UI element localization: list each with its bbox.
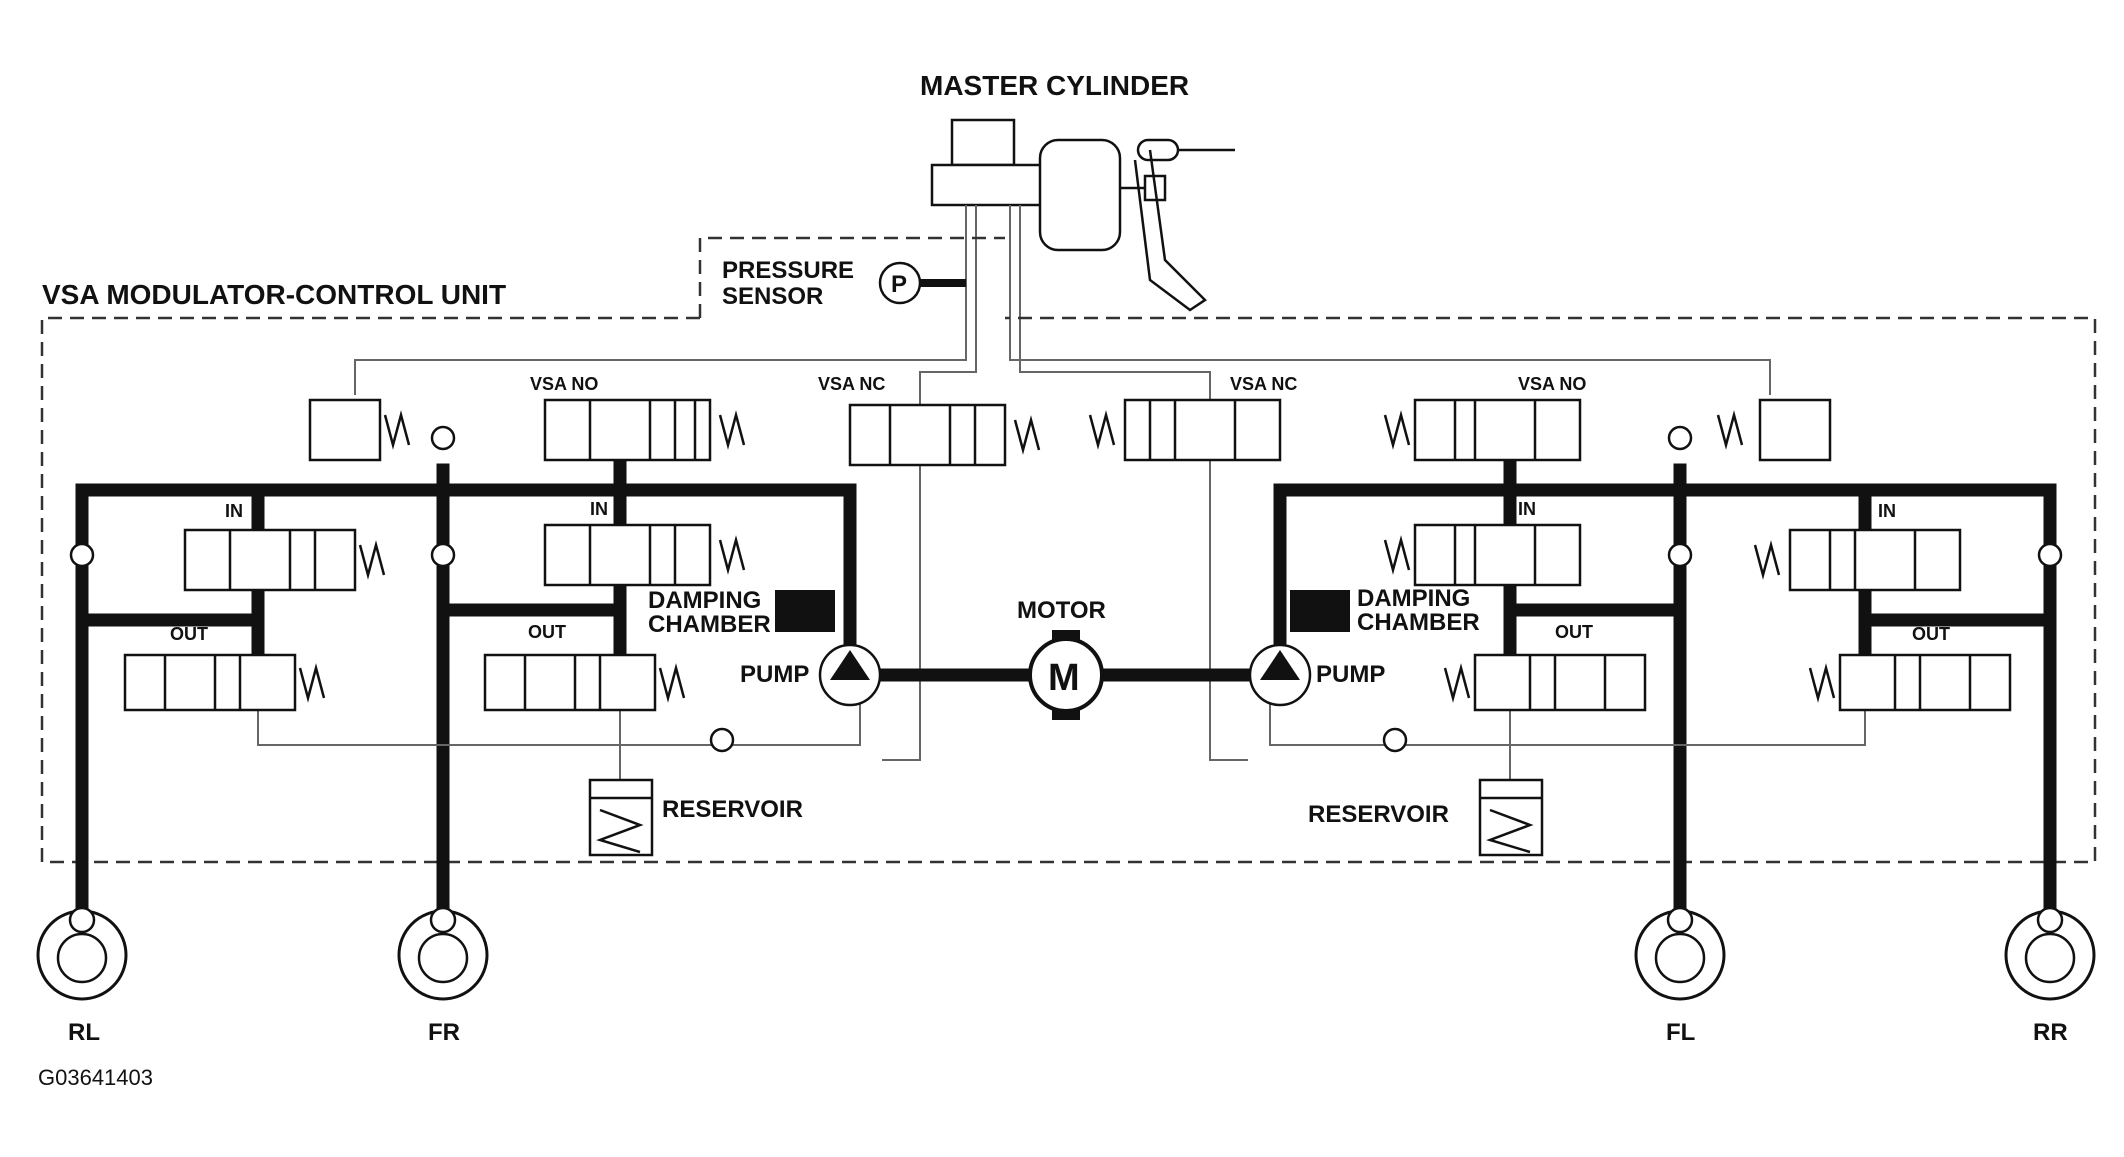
label-out-rl: OUT [170, 624, 208, 644]
valve-in-rl [183, 528, 386, 592]
relief-valve-right [1716, 398, 1832, 462]
relief-valve-left [308, 398, 411, 462]
valve-out-rl [123, 653, 326, 712]
label-damping-left-2: CHAMBER [648, 611, 771, 638]
wheel-label-rr: RR [2033, 1019, 2068, 1046]
master-cylinder-title: MASTER CYLINDER [920, 70, 1189, 101]
label-damping-right: DAMPING [1357, 585, 1470, 612]
valve-out-rr [1808, 653, 2012, 712]
label-out-fr: OUT [528, 622, 566, 642]
wheel-brake-rl [36, 906, 128, 1001]
wheel-brake-rr [2004, 906, 2096, 1001]
damping-chamber-right [1290, 590, 1350, 632]
label-vsa-no-right: VSA NO [1518, 374, 1586, 394]
pressure-sensor-symbol: P [891, 271, 907, 298]
reservoir-left [588, 778, 654, 857]
master-cylinder [930, 118, 1235, 312]
label-in-rl: IN [225, 501, 243, 521]
label-reservoir-right: RESERVOIR [1308, 801, 1449, 828]
valve-in-fr [543, 523, 746, 587]
label-vsa-no-left: VSA NO [530, 374, 598, 394]
label-in-rr: IN [1878, 501, 1896, 521]
valve-vsa-nc-left [848, 403, 1041, 467]
figure-code: G03641403 [38, 1065, 153, 1090]
label-out-rr: OUT [1912, 624, 1950, 644]
damping-chamber-left [775, 590, 835, 632]
valve-vsa-nc-right [1088, 398, 1282, 462]
wheel-label-fr: FR [428, 1019, 460, 1046]
pressure-sensor-label: PRESSURE [722, 257, 854, 284]
wheel-brake-fl [1634, 906, 1726, 1001]
pump-right [1248, 643, 1312, 707]
label-vsa-nc-left: VSA NC [818, 374, 885, 394]
pump-left [818, 643, 882, 707]
check-valves [69, 425, 2063, 753]
motor [1028, 630, 1104, 720]
wheel-label-rl: RL [68, 1019, 100, 1046]
motor-symbol: M [1048, 657, 1080, 699]
reservoir-right [1478, 778, 1544, 857]
vsa-unit-label: VSA MODULATOR-CONTROL UNIT [42, 279, 506, 310]
label-out-fl: OUT [1555, 622, 1593, 642]
label-in-fr: IN [590, 499, 608, 519]
label-in-fl: IN [1518, 499, 1536, 519]
wheel-brake-fr [397, 906, 489, 1001]
valve-vsa-no-left [543, 398, 746, 462]
vsa-unit-boundary [40, 316, 2097, 864]
label-pump-left: PUMP [740, 661, 809, 688]
label-damping-right-2: CHAMBER [1357, 609, 1480, 636]
motor-label: MOTOR [1017, 597, 1106, 624]
valve-out-fl [1443, 653, 1647, 712]
label-damping-left: DAMPING [648, 587, 761, 614]
label-reservoir-left: RESERVOIR [662, 796, 803, 823]
label-vsa-nc-right: VSA NC [1230, 374, 1297, 394]
pressure-sensor: P [878, 261, 966, 305]
pressure-sensor-label-2: SENSOR [722, 283, 823, 310]
valve-in-rr [1753, 528, 1962, 592]
wheel-label-fl: FL [1666, 1019, 1695, 1046]
valve-in-fl [1383, 523, 1582, 587]
label-pump-right: PUMP [1316, 661, 1385, 688]
valve-vsa-no-right [1383, 398, 1582, 462]
valve-out-fr [483, 653, 686, 712]
